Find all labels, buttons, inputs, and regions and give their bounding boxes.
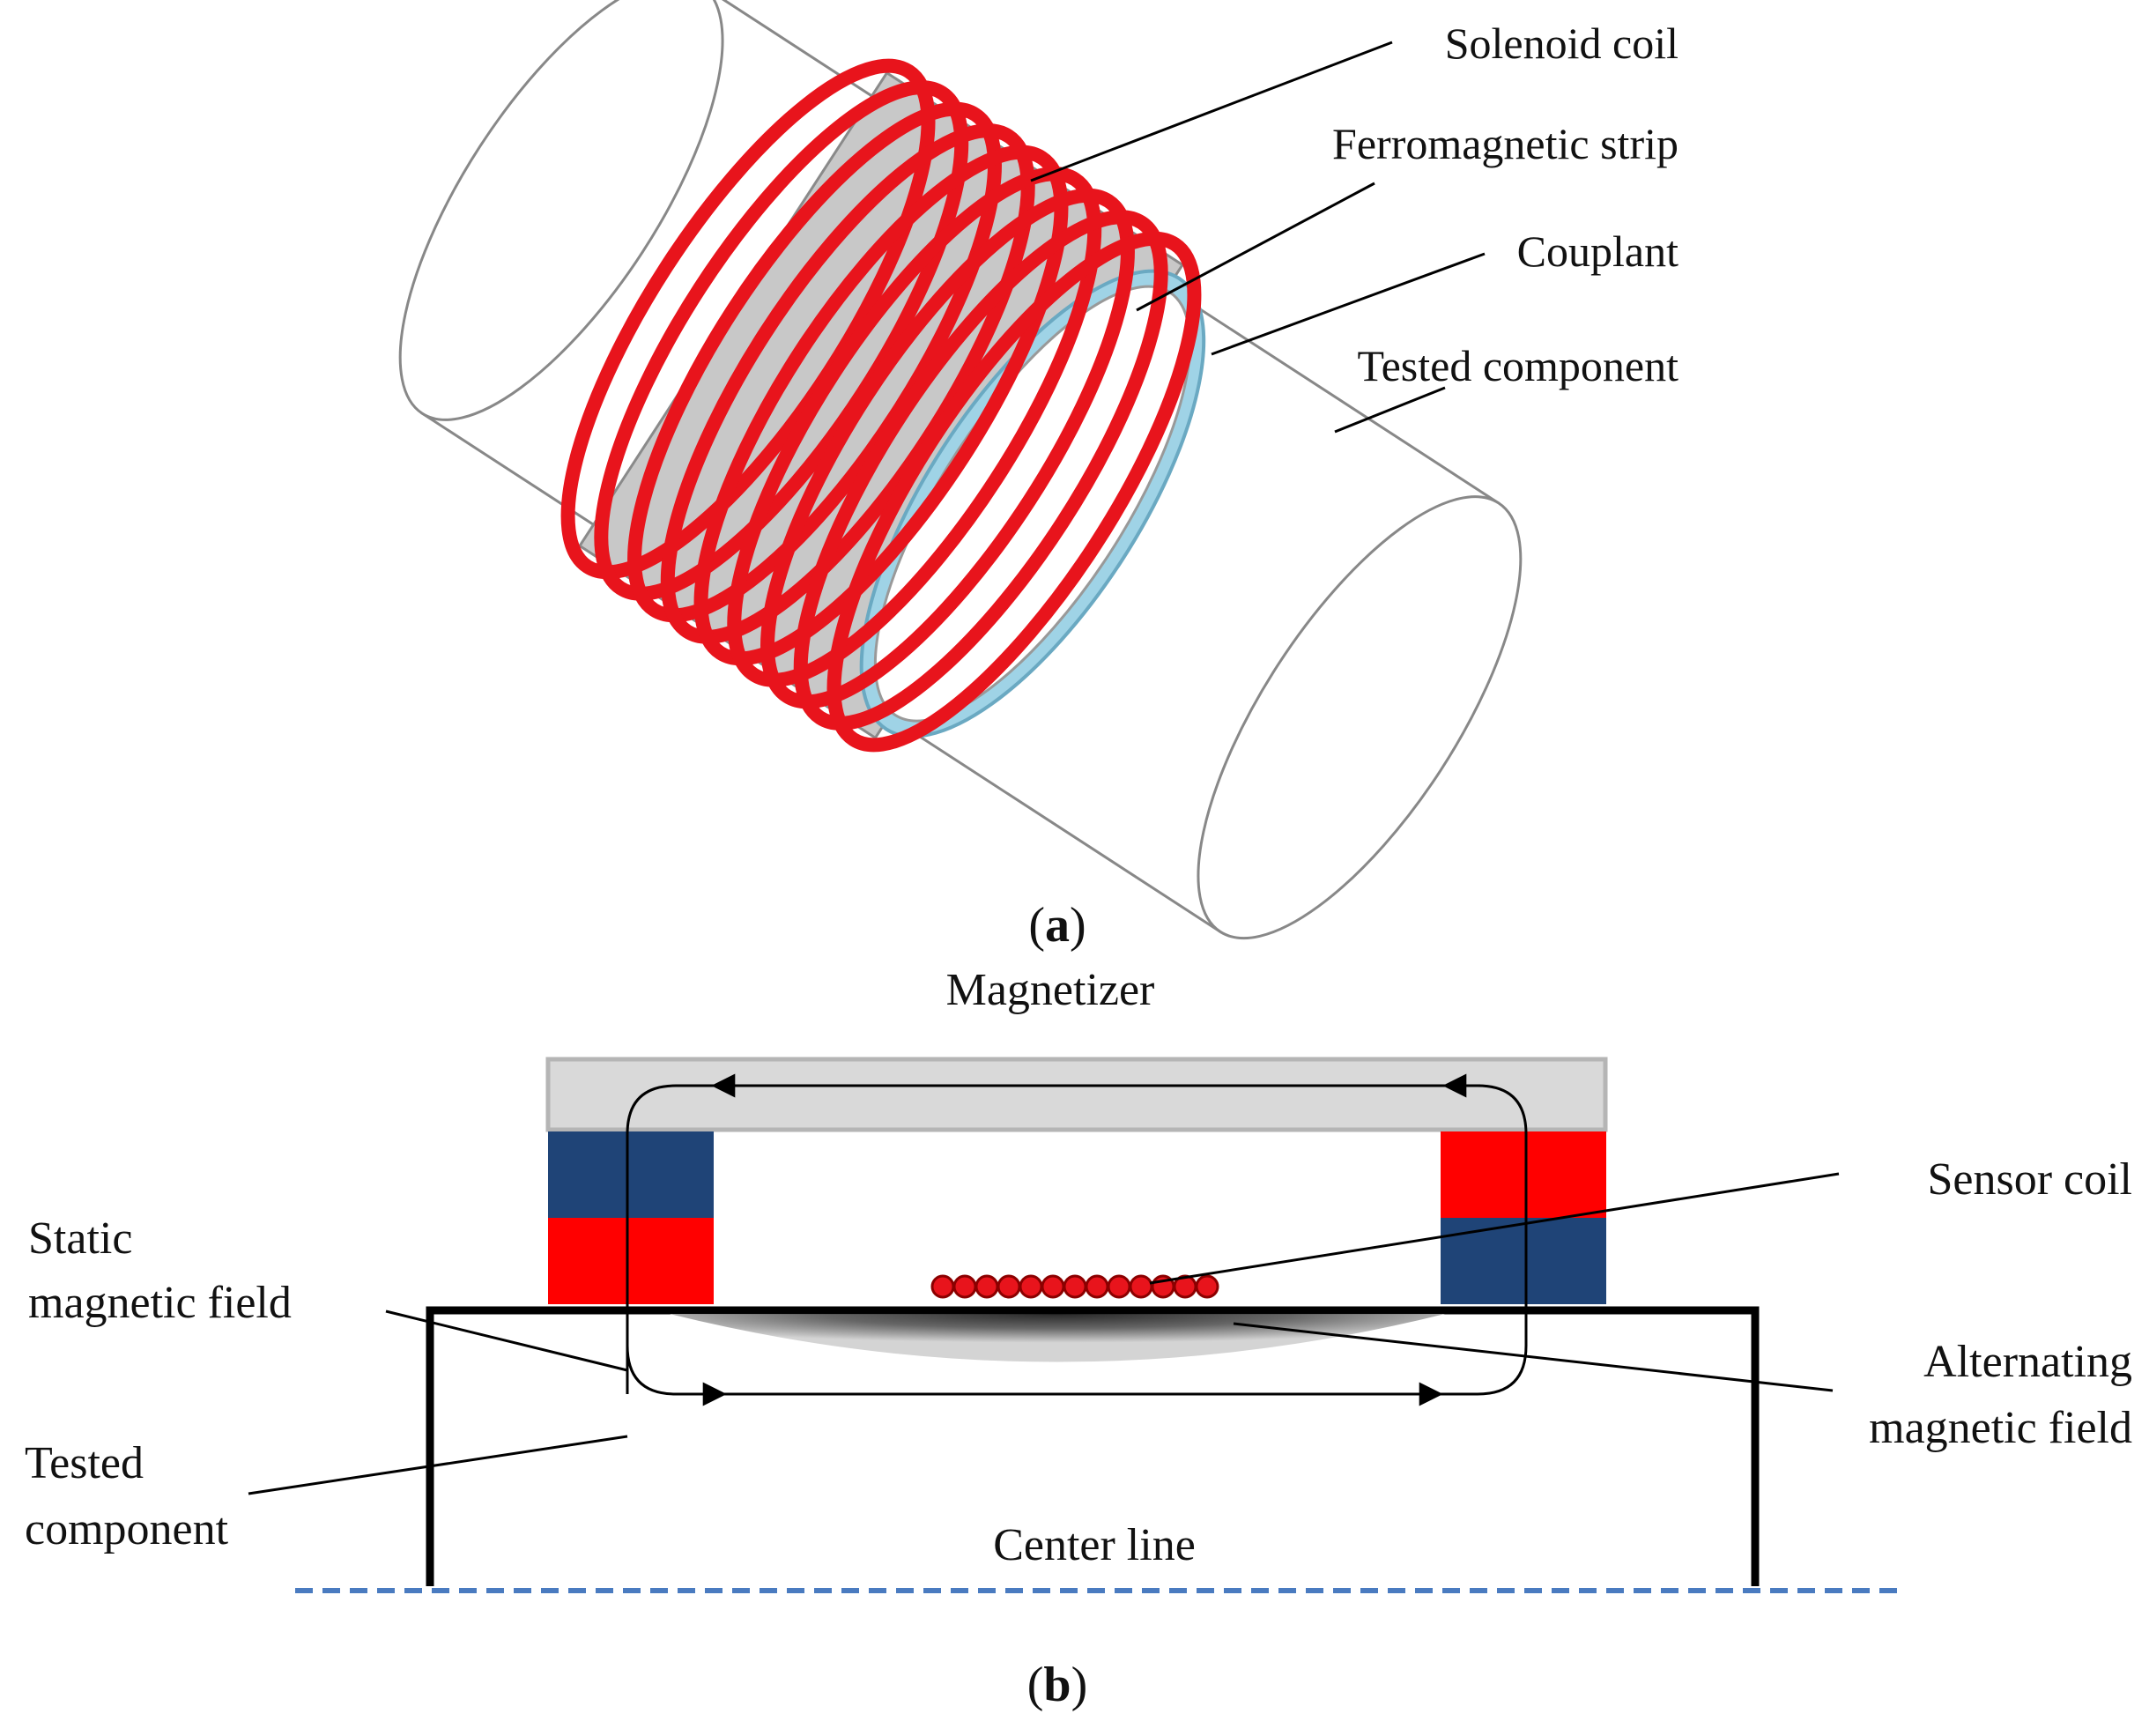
panel-b-label: (b) [1027, 1658, 1087, 1712]
panel-a-emat-illustration: Solenoid coil Ferromagnetic strip Coupla… [398, 0, 1679, 953]
panel-a-label: (a) [1028, 898, 1086, 953]
label-sensor-coil: Sensor coil [1927, 1154, 2132, 1205]
label-couplant: Couplant [1517, 226, 1678, 276]
label-center-line: Center line [993, 1520, 1196, 1570]
sensor-coil [930, 1274, 1219, 1299]
label-tested-component-b-line2: component [25, 1504, 229, 1554]
label-tested-component-b-line1: Tested [25, 1438, 144, 1488]
panel-b-cross-section: Magnetizer [25, 965, 2132, 1712]
magnet-left-bottom-red [548, 1218, 714, 1304]
label-alternating-field-line1: Alternating [1923, 1337, 2132, 1387]
label-static-field-line2: magnetic field [28, 1278, 292, 1328]
alternating-field-zone [670, 1314, 1445, 1362]
callout-leaders-b [248, 1172, 1840, 1495]
label-static-field-line1: Static [28, 1213, 132, 1264]
magnet-right-bottom-blue [1441, 1218, 1606, 1304]
magnet-right-top-red [1441, 1131, 1606, 1218]
label-magnetizer: Magnetizer [946, 965, 1155, 1015]
callout-leaders-a [1030, 41, 1486, 434]
label-alternating-field-line2: magnetic field [1869, 1403, 2132, 1453]
label-solenoid-coil: Solenoid coil [1445, 19, 1678, 68]
coil-turns [560, 58, 1202, 753]
label-ferromagnetic-strip: Ferromagnetic strip [1332, 119, 1678, 168]
static-field-loop [626, 1073, 1528, 1406]
magnet-left-top-blue [548, 1131, 714, 1218]
solenoid-coil-assembly [560, 58, 1206, 753]
magnetizer-yoke [545, 1057, 1608, 1132]
label-tested-component-a: Tested component [1358, 341, 1679, 390]
tested-component-outline [426, 1306, 1760, 1586]
